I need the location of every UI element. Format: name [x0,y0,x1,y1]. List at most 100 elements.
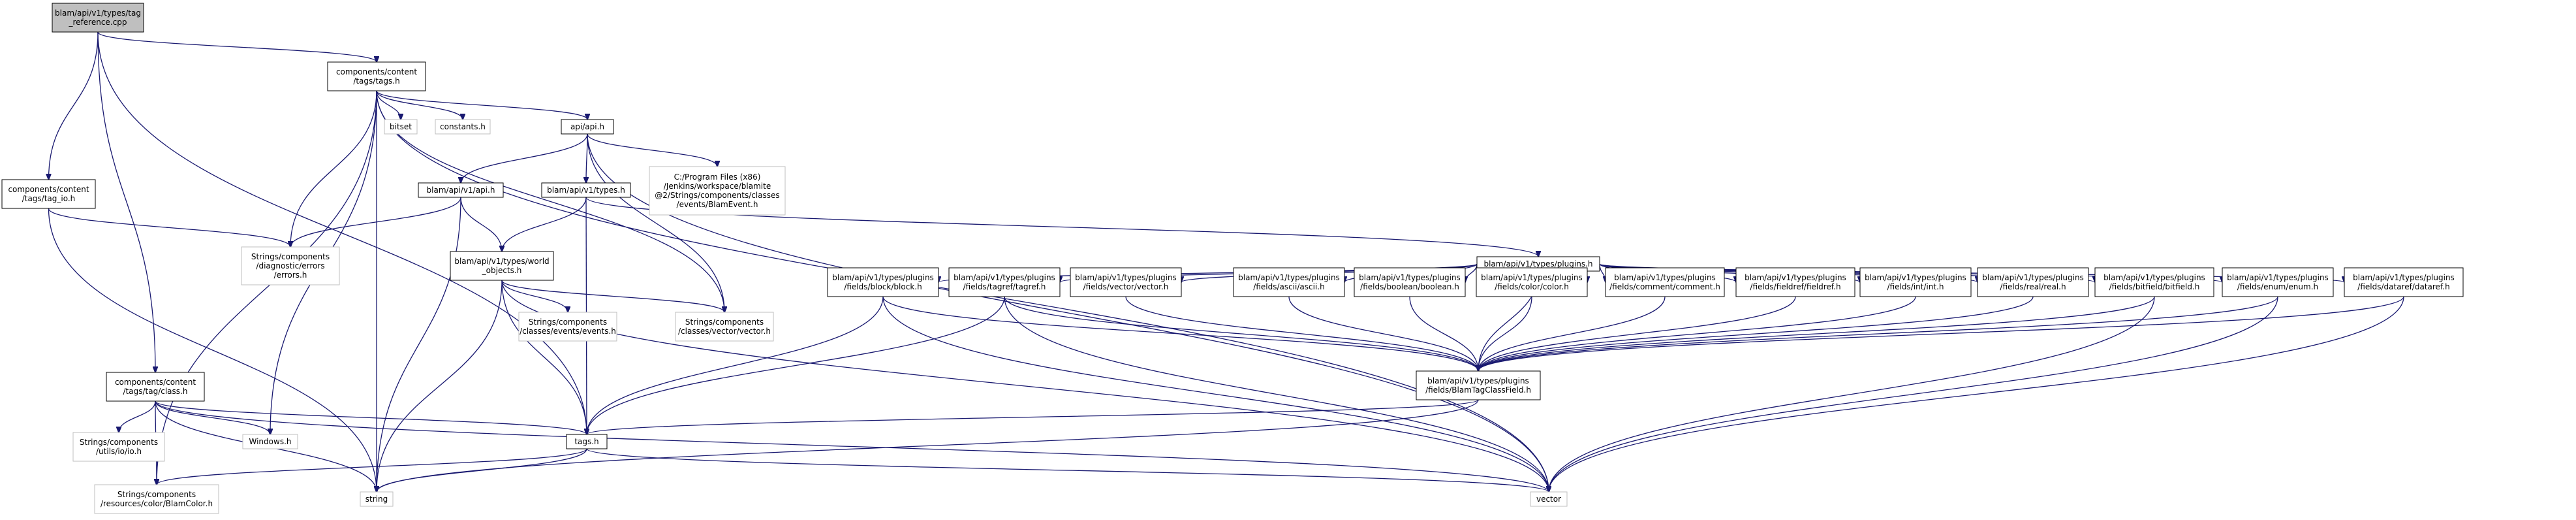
node-boolean[interactable]: blam/api/v1/types/plugins/fields/boolean… [1354,267,1466,297]
node-utils-io[interactable]: Strings/components/utils/io/io.h [72,432,165,462]
node-tags-h-content[interactable]: components/content/tags/tags.h [327,61,426,91]
node-label-line: /classes/vector/vector.h [678,327,771,336]
node-tags-h[interactable]: tags.h [566,434,608,449]
node-label-line: blam/api/v1/types/plugins [1614,273,1716,282]
node-label-line: components/content [8,185,89,194]
node-vector-h[interactable]: Strings/components/classes/vector/vector… [675,312,774,342]
node-fieldref[interactable]: blam/api/v1/types/plugins/fields/fieldre… [1735,267,1855,297]
node-box [1354,267,1466,297]
edge-classfield-to-tags_h [587,399,1479,434]
edge-api_h-to-vector [587,133,1549,492]
node-label-line: /fields/int/int.h [1887,282,1944,291]
edge-world_objects-to-string [377,280,503,492]
edge-tags_h_content-to-errors [290,90,377,247]
node-label-line: blam/api/v1/types/plugins [1865,273,1966,282]
edge-tags_h-to-string [377,448,587,492]
node-label-line: blam/api/v1/api.h [427,186,495,195]
node-tag-class[interactable]: components/content/tags/tag/class.h [106,372,205,402]
node-label-line: blam/api/v1/types/plugins [1982,273,2084,282]
node-blamevent[interactable]: C:/Program Files (x86)/Jenkins/workspace… [649,166,786,216]
node-real[interactable]: blam/api/v1/types/plugins/fields/real/re… [1977,267,2089,297]
node-block[interactable]: blam/api/v1/types/plugins/fields/block/b… [827,267,939,297]
node-label-line: blam/api/v1/types/plugins [832,273,934,282]
edge-real-to-classfield [1478,296,2034,371]
edge-tagref-to-classfield [1004,296,1478,371]
node-constants[interactable]: constants.h [435,119,491,135]
edge-fieldref-to-classfield [1478,296,1796,371]
node-box [1233,267,1345,297]
node-label-line: /errors.h [274,270,307,280]
node-bitfield[interactable]: blam/api/v1/types/plugins/fields/bitfiel… [2094,267,2214,297]
node-label-line: C:/Program Files (x86) [674,172,761,182]
node-int[interactable]: blam/api/v1/types/plugins/fields/int/int… [1859,267,1972,297]
node-label-line: blam/api/v1/types.h [547,186,625,195]
node-label-line: /fields/vector/vector.h [1083,282,1169,291]
edge-tagref-to-vector [1004,296,1549,492]
node-tagref[interactable]: blam/api/v1/types/plugins/fields/tagref/… [948,267,1061,297]
node-label-line: /resources/color/BlamColor.h [101,499,213,508]
node-enum[interactable]: blam/api/v1/types/plugins/fields/enum/en… [2222,267,2334,297]
edge-plugins_h-to-boolean [1465,263,1478,282]
edge-ascii-to-classfield [1288,296,1478,371]
node-label-line: _reference.cpp [69,18,127,27]
node-api-h[interactable]: api/api.h [561,119,614,135]
edge-color-to-classfield [1478,296,1532,371]
node-label-line: blam/api/v1/types/plugins [1075,273,1177,282]
edge-bitfield-to-classfield [1478,296,2155,371]
node-root[interactable]: blam/api/v1/types/tag_reference.cpp [52,3,144,33]
node-label-line: /utils/io/io.h [96,447,142,456]
node-label-line: blam/api/v1/types/plugins [2227,273,2329,282]
node-v1-types[interactable]: blam/api/v1/types.h [541,182,631,198]
node-world-objects[interactable]: blam/api/v1/types/world_objects.h [450,251,554,281]
edge-layer [49,31,2404,492]
node-label-line: Strings/components [251,252,330,261]
node-label-line: blam/api/v1/types/plugins [2103,273,2205,282]
node-box [1416,370,1541,400]
edge-v1_api-to-errors [290,197,461,247]
node-box [566,434,608,449]
node-label-line: /fields/enum/enum.h [2237,282,2318,291]
node-label-line: blam/api/v1/types/plugins [1427,376,1529,385]
node-tag-io[interactable]: components/content/tags/tag_io.h [1,179,96,209]
node-label-line: /diagnostic/errors [256,261,324,270]
edge-v1_types-to-world_objects [502,197,587,252]
node-string[interactable]: string [360,491,394,507]
edge-v1_api-to-string [377,197,461,492]
edge-boolean-to-classfield [1409,296,1478,371]
node-v1-api[interactable]: blam/api/v1/api.h [418,182,504,198]
node-label-line: Windows.h [249,437,292,446]
node-label-line: blam/api/v1/types/plugins [2353,273,2455,282]
edge-tag_class-to-windows [155,400,270,434]
node-box [1605,267,1725,297]
node-windows[interactable]: Windows.h [242,434,298,449]
edge-enum-to-classfield [1478,296,2278,371]
edge-int-to-classfield [1478,296,1916,371]
edge-tag_class-to-vector [155,400,1549,492]
node-label-line: Strings/components [80,438,158,447]
edge-root-to-tags_h_content [97,31,377,62]
node-bitset[interactable]: bitset [384,119,418,135]
node-box [1476,267,1588,297]
node-vectorf[interactable]: blam/api/v1/types/plugins/fields/vector/… [1070,267,1182,297]
edge-world_objects-to-vector [501,280,1549,492]
node-label-line: /fields/real/real.h [2000,282,2066,291]
node-label-line: vector [1536,495,1561,504]
node-ascii[interactable]: blam/api/v1/types/plugins/fields/ascii/a… [1233,267,1345,297]
edge-tags_h_content-to-bitset [376,90,401,120]
node-vector[interactable]: vector [1530,491,1568,507]
node-blamcolor[interactable]: Strings/components/resources/color/BlamC… [94,484,219,514]
node-label-line: Strings/components [117,490,196,499]
node-label-line: /fields/ascii/ascii.h [1253,282,1324,291]
edge-comment-to-classfield [1478,296,1666,371]
node-classfield[interactable]: blam/api/v1/types/plugins/fields/BlamTag… [1416,370,1541,400]
node-errors[interactable]: Strings/components/diagnostic/errors/err… [241,246,340,285]
node-label-line: components/content [336,67,417,76]
node-events-h[interactable]: Strings/components/classes/events/events… [518,312,617,342]
node-label-line: /fields/block/block.h [844,282,922,291]
node-comment[interactable]: blam/api/v1/types/plugins/fields/comment… [1605,267,1725,297]
node-color[interactable]: blam/api/v1/types/plugins/fields/color/c… [1476,267,1588,297]
node-box [1859,267,1972,297]
node-label-line: components/content [115,378,196,387]
node-box [327,61,426,91]
node-dataref[interactable]: blam/api/v1/types/plugins/fields/dataref… [2344,267,2464,297]
